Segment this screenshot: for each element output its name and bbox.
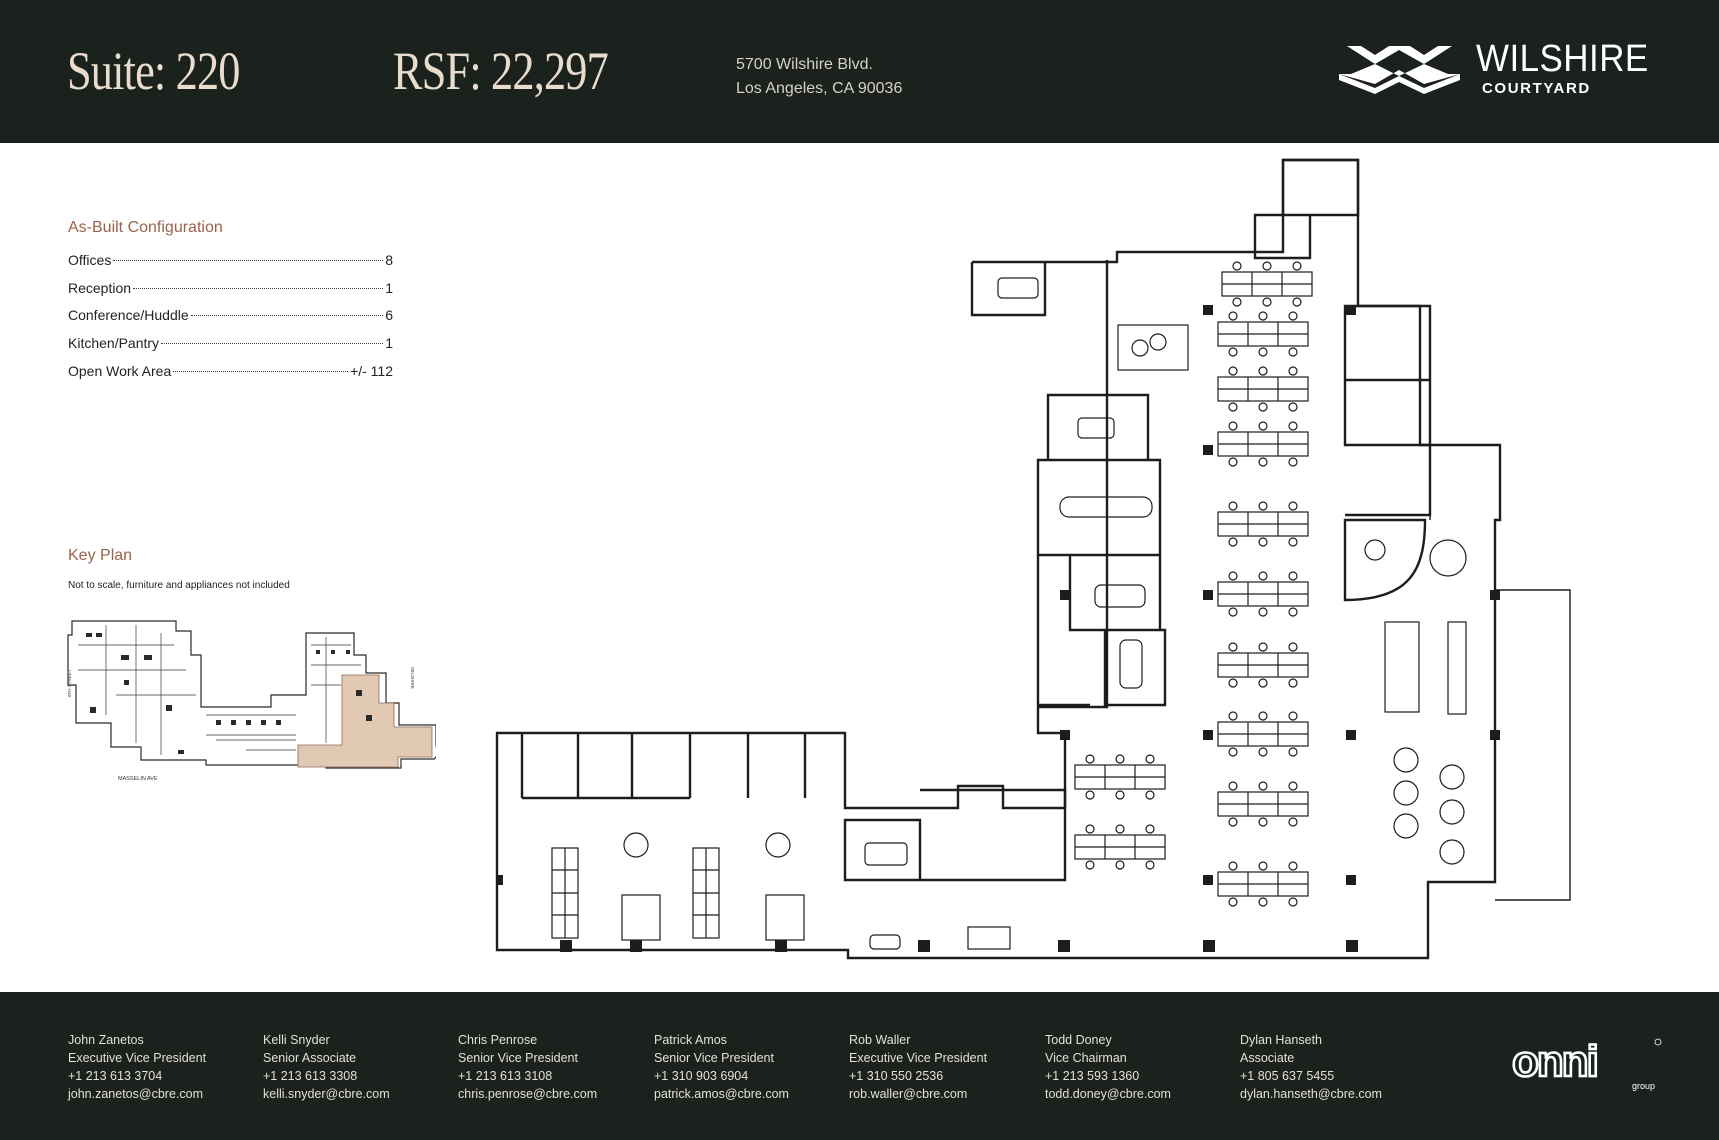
contact-phone[interactable]: +1 213 593 1360 — [1045, 1069, 1140, 1083]
contact-card: Dylan Hanseth Associate +1 805 637 5455 … — [1240, 1031, 1382, 1103]
contact-name: Patrick Amos — [654, 1033, 727, 1047]
dot-leader — [190, 315, 384, 317]
key-plan-map: MASSELIN AVE 6TH STREET WILSHIRE — [67, 620, 436, 782]
key-plan-street-bottom: MASSELIN AVE — [118, 776, 158, 782]
dot-leader — [133, 287, 384, 289]
contact-title: Senior Vice President — [458, 1051, 578, 1065]
lower-offices — [520, 733, 807, 800]
key-plan-street-left: 6TH STREET — [67, 669, 72, 697]
contact-card: John Zanetos Executive Vice President +1… — [68, 1031, 206, 1103]
contact-name: Dylan Hanseth — [1240, 1033, 1322, 1047]
config-label: Offices — [68, 252, 112, 268]
corner-conference-wall — [970, 262, 1047, 317]
contact-title: Vice Chairman — [1045, 1051, 1127, 1065]
configuration-title: As-Built Configuration — [68, 219, 223, 236]
suite-number: Suite: 220 — [67, 41, 240, 101]
contact-email[interactable]: todd.doney@cbre.com — [1045, 1087, 1171, 1101]
floor-plan-drawing — [495, 158, 1571, 960]
contact-name: Todd Doney — [1045, 1033, 1112, 1047]
config-label: Conference/Huddle — [68, 307, 189, 324]
page-footer — [0, 992, 1719, 1140]
address-line-2: Los Angeles, CA 90036 — [736, 80, 903, 97]
contact-name: Rob Waller — [849, 1033, 911, 1047]
key-plan-note: Not to scale, furniture and appliances n… — [68, 580, 290, 591]
top-small-offices — [1253, 158, 1360, 260]
contact-email[interactable]: chris.penrose@cbre.com — [458, 1087, 598, 1101]
onni-logo-sub: group — [1632, 1081, 1655, 1091]
key-plan-street-right: WILSHIRE — [410, 667, 415, 689]
contact-name: John Zanetos — [68, 1033, 144, 1047]
config-label: Reception — [68, 279, 132, 296]
structural-columns — [497, 305, 1500, 952]
key-plan-title: Key Plan — [68, 547, 133, 564]
contact-email[interactable]: john.zanetos@cbre.com — [68, 1087, 203, 1101]
config-value: +/- 112 — [350, 362, 393, 379]
property-address: 5700 Wilshire Blvd. Los Angeles, CA 9003… — [736, 53, 902, 101]
dot-leader — [113, 260, 384, 261]
onni-logo-text: onni — [1512, 1037, 1597, 1086]
conference-tables — [623, 277, 1467, 950]
brand-name: WILSHIRE — [1476, 38, 1649, 80]
config-row-kitchen: Kitchen/Pantry 1 — [68, 335, 393, 363]
onni-group-logo: onni group — [1512, 1036, 1662, 1091]
contact-card: Patrick Amos Senior Vice President +1 31… — [654, 1031, 789, 1103]
contact-card: Kelli Snyder Senior Associate +1 213 613… — [263, 1031, 390, 1103]
contact-phone[interactable]: +1 805 637 5455 — [1240, 1069, 1335, 1083]
contact-phone[interactable]: +1 213 613 3308 — [263, 1069, 358, 1083]
configuration-list: Offices 8 Reception 1 Conference/Huddle … — [68, 252, 393, 390]
contact-card: Rob Waller Executive Vice President +1 3… — [849, 1031, 987, 1103]
contact-name: Kelli Snyder — [263, 1033, 330, 1047]
building-outline — [67, 620, 436, 769]
contact-email[interactable]: rob.waller@cbre.com — [849, 1087, 968, 1101]
config-row-conference: Conference/Huddle 6 — [68, 307, 393, 335]
contact-title: Senior Associate — [263, 1051, 357, 1065]
registered-mark-icon — [1654, 1038, 1662, 1046]
config-row-open-work-area: Open Work Area +/- 112 — [68, 363, 393, 391]
balcony — [1429, 444, 1571, 901]
rentable-square-feet: RSF: 22,297 — [393, 41, 609, 101]
config-value: 1 — [385, 335, 393, 352]
contact-title: Executive Vice President — [68, 1051, 207, 1065]
config-row-reception: Reception 1 — [68, 280, 393, 308]
dot-leader — [161, 343, 384, 345]
central-rooms — [1036, 393, 1167, 707]
page-header: Suite: 220 RSF: 22,297 5700 Wilshire Blv… — [0, 0, 1719, 143]
address-line-1: 5700 Wilshire Blvd. — [736, 56, 873, 73]
workstation-clusters — [551, 261, 1313, 941]
contact-email[interactable]: dylan.hanseth@cbre.com — [1240, 1087, 1382, 1101]
lounge-curved-wall — [1343, 518, 1427, 602]
config-value: 6 — [385, 307, 393, 324]
dot-leader — [173, 370, 349, 372]
config-label: Open Work Area — [68, 362, 172, 379]
contact-card: Todd Doney Vice Chairman +1 213 593 1360… — [1045, 1031, 1171, 1103]
config-label: Kitchen/Pantry — [68, 335, 160, 352]
contact-email[interactable]: kelli.snyder@cbre.com — [263, 1087, 390, 1101]
brand-subtitle: COURTYARD — [1482, 80, 1591, 97]
config-value: 8 — [385, 252, 393, 268]
lower-middle-rooms — [843, 788, 1067, 882]
highlighted-suite — [297, 674, 433, 768]
contact-title: Executive Vice President — [849, 1051, 988, 1065]
wilshire-courtyard-logo-icon — [1339, 46, 1460, 94]
contact-phone[interactable]: +1 213 613 3704 — [68, 1069, 163, 1083]
config-row-offices: Offices 8 — [68, 252, 393, 280]
right-offices — [1343, 304, 1432, 517]
contact-name: Chris Penrose — [458, 1033, 538, 1047]
contact-phone[interactable]: +1 310 903 6904 — [654, 1069, 749, 1083]
contact-phone[interactable]: +1 310 550 2536 — [849, 1069, 944, 1083]
config-value: 1 — [385, 279, 393, 296]
contact-title: Associate — [1240, 1051, 1295, 1065]
contact-card: Chris Penrose Senior Vice President +1 2… — [458, 1031, 597, 1103]
contact-email[interactable]: patrick.amos@cbre.com — [654, 1087, 789, 1101]
contact-phone[interactable]: +1 213 613 3108 — [458, 1069, 553, 1083]
contact-title: Senior Vice President — [654, 1051, 774, 1065]
